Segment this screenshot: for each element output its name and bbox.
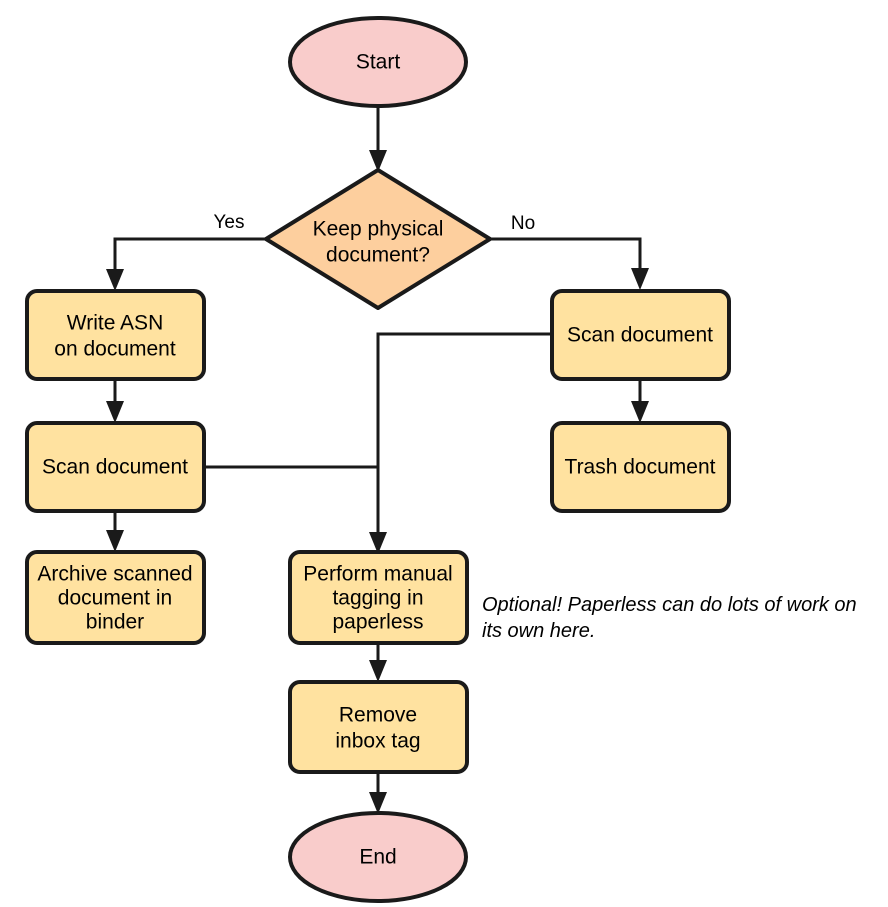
node-start[interactable]: Start	[288, 16, 468, 108]
decision-label-line1: Keep physical	[313, 218, 444, 241]
node-end[interactable]: End	[288, 811, 468, 903]
annotation-optional-note: Optional! Paperless can do lots of work …	[482, 594, 857, 642]
archive-label-line2: document in	[58, 587, 172, 610]
trash-box	[550, 421, 731, 513]
edge-scan-left-to-archive	[106, 511, 124, 552]
end-label: End	[359, 846, 396, 869]
tagging-label-line1: Perform manual	[303, 563, 452, 586]
write-asn-label-line1: Write ASN	[67, 312, 163, 335]
edge-write-asn-to-scan-left	[106, 379, 124, 423]
decision-diamond	[264, 168, 492, 310]
edge-label-yes: Yes	[214, 212, 245, 233]
decision-label-line2: document?	[326, 244, 430, 267]
edge-scan-right-to-trash	[631, 379, 649, 423]
tagging-label-line3: paperless	[332, 611, 423, 634]
edge-label-no: No	[511, 213, 535, 234]
edge-start-to-decision	[369, 105, 387, 172]
end-ellipse	[288, 811, 468, 903]
scan-left-box	[25, 421, 206, 513]
remove-tag-label-line2: inbox tag	[335, 730, 420, 753]
archive-label-line1: Archive scanned	[37, 563, 192, 586]
scan-right-label: Scan document	[567, 324, 713, 347]
edge-tagging-to-remove-tag	[369, 643, 387, 682]
optional-note-line2: its own here.	[482, 620, 595, 642]
write-asn-box	[25, 289, 206, 381]
tagging-label-line2: tagging in	[332, 587, 423, 610]
edge-scan-right-to-tagging	[369, 332, 551, 554]
archive-box	[25, 550, 206, 645]
edge-decision-no-to-scan-right	[490, 237, 649, 290]
remove-tag-label-line1: Remove	[339, 704, 417, 727]
edge-decision-yes-to-write-asn	[106, 237, 265, 291]
start-ellipse	[288, 16, 468, 108]
node-write-asn[interactable]: Write ASN on document	[25, 289, 206, 381]
scan-right-box	[550, 289, 731, 381]
node-scan-document-left[interactable]: Scan document	[25, 421, 206, 513]
node-trash-document[interactable]: Trash document	[550, 421, 731, 513]
trash-label: Trash document	[565, 456, 716, 479]
archive-label-line3: binder	[86, 611, 144, 634]
tagging-box	[288, 550, 469, 645]
write-asn-label-line2: on document	[54, 338, 176, 361]
node-perform-manual-tagging[interactable]: Perform manual tagging in paperless	[288, 550, 469, 645]
remove-tag-box	[288, 680, 469, 774]
optional-note-line1: Optional! Paperless can do lots of work …	[482, 594, 857, 616]
node-decision-keep-physical-document[interactable]: Keep physical document?	[264, 168, 492, 310]
node-archive-scanned-document[interactable]: Archive scanned document in binder	[25, 550, 206, 645]
edge-remove-tag-to-end	[369, 772, 387, 814]
start-label: Start	[356, 51, 401, 74]
scan-left-label: Scan document	[42, 456, 188, 479]
node-remove-inbox-tag[interactable]: Remove inbox tag	[288, 680, 469, 774]
node-scan-document-right[interactable]: Scan document	[550, 289, 731, 381]
